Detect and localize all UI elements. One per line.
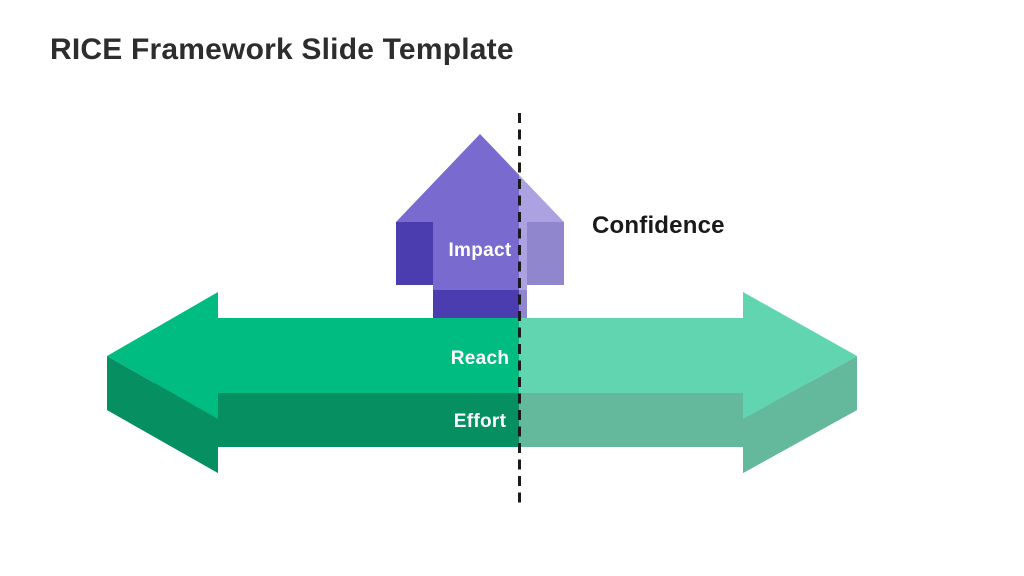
left-arrowhead-side-face — [107, 356, 218, 473]
impact-arrow-head — [396, 134, 564, 222]
impact-right-wing — [527, 222, 564, 285]
impact-base-band — [433, 290, 527, 318]
right-half-overlay — [519, 0, 1024, 576]
impact-left-wing — [396, 222, 433, 285]
impact-arrow — [396, 134, 564, 318]
confidence-label: Confidence — [592, 212, 725, 239]
impact-label: Impact — [448, 240, 511, 261]
effort-label: Effort — [454, 411, 507, 432]
slide-title: RICE Framework Slide Template — [50, 33, 514, 66]
reach-label: Reach — [451, 348, 510, 369]
right-arrowhead-side-face — [743, 356, 857, 473]
reach-arrow-shape — [107, 292, 857, 419]
impact-arrow-shaft — [433, 222, 527, 290]
